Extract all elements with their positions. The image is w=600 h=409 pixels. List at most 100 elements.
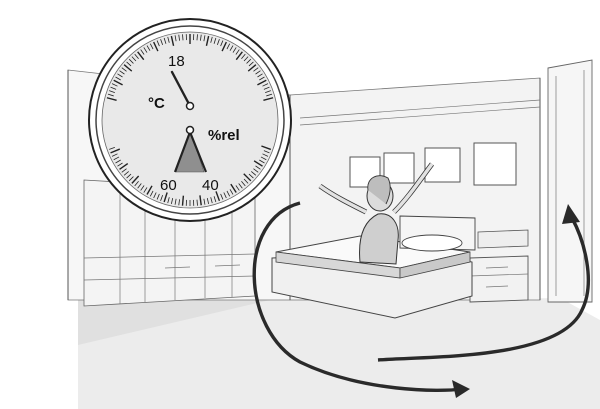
gauge-tick: [257, 73, 263, 78]
gauge-tick: [140, 185, 145, 191]
gauge-tick: [241, 53, 246, 59]
gauge-tick: [167, 36, 170, 43]
gauge-tick: [115, 76, 121, 81]
gauge-tick: [206, 198, 210, 205]
gauge-tick: [156, 40, 160, 47]
gauge-tick: [117, 73, 123, 78]
gauge-tick: [111, 153, 118, 157]
gauge-tick: [255, 70, 261, 75]
gauge-tick: [235, 51, 243, 61]
gauge-tick: [261, 145, 272, 151]
arrowhead-bottom: [452, 380, 470, 398]
gauge-tick: [259, 159, 265, 164]
gauge-tick: [156, 193, 160, 200]
gauge-tick: [134, 181, 139, 187]
gauge-tick: [126, 173, 132, 179]
gauge-tick: [149, 43, 154, 50]
gauge-tick: [117, 162, 123, 167]
gauge-tick: [229, 45, 234, 51]
gauge-tick: [215, 191, 221, 202]
gauge-tick: [174, 198, 177, 205]
gauge-tick: [213, 196, 217, 203]
wall-pictures: [349, 142, 517, 188]
gauge-tick: [178, 199, 180, 206]
gauge-tick: [121, 67, 127, 72]
humidity-tick-label-right: 40: [202, 177, 219, 194]
gauge-tick: [265, 90, 271, 94]
temperature-tick-label: 18: [168, 53, 185, 70]
gauge-tick: [235, 49, 240, 55]
gauge-tick: [257, 79, 267, 86]
gauge-tick: [146, 45, 151, 51]
gauge-tick: [170, 198, 174, 205]
gauge-tick: [160, 39, 164, 45]
air-circulation-arrow: [252, 201, 590, 398]
gauge-tick: [182, 34, 184, 41]
gauge-tick: [248, 173, 254, 179]
gauge-tick: [203, 35, 206, 42]
gauge-tick: [263, 86, 270, 90]
gauge-tick: [226, 190, 231, 197]
gauge-tick: [196, 34, 198, 41]
gauge-tick: [262, 83, 269, 87]
gauge-tick: [170, 35, 175, 46]
gauge-tick: [131, 175, 140, 184]
gauge-tick: [111, 83, 118, 87]
gauge-tick: [210, 197, 213, 204]
gauge-tick: [235, 185, 240, 191]
gauge-tick: [153, 41, 159, 52]
gauge-tick: [181, 195, 185, 206]
gauge-tick: [263, 97, 274, 102]
gauge-tick: [115, 159, 121, 164]
gauge-tick: [253, 168, 259, 173]
gauge-tick: [232, 47, 237, 53]
gauge-tick: [178, 34, 180, 41]
gauge-tick: [247, 64, 257, 72]
bed: [271, 215, 476, 319]
gauge-tick: [163, 192, 168, 203]
gauge-tick: [123, 171, 129, 176]
temperature-unit-label: °C: [148, 95, 165, 112]
gauge-tick: [149, 190, 154, 197]
gauge-tick: [213, 37, 217, 44]
arrowhead-top: [562, 204, 580, 224]
gauge-tick: [220, 40, 224, 47]
pillow: [401, 234, 463, 252]
gauge-tick: [160, 195, 164, 201]
gauge-tick: [241, 181, 246, 187]
gauge-tick: [113, 79, 123, 86]
gauge-tick: [121, 168, 127, 173]
gauge-tick: [216, 39, 220, 45]
gauge-tick: [143, 187, 148, 193]
gauge-tick: [200, 34, 202, 41]
humidity-needle-pivot: [185, 125, 195, 135]
gauge-tick: [205, 35, 210, 46]
gauge-tick: [226, 43, 231, 50]
gauge-tick: [223, 192, 227, 199]
thermo-hygrometer-gauge: 18 °C %rel 60 40: [88, 18, 292, 222]
gauge-tick: [266, 93, 273, 97]
gauge-tick: [163, 37, 167, 44]
gauge-tick: [199, 195, 202, 206]
gauge-tick: [106, 97, 117, 102]
doorway: [547, 59, 593, 303]
gauge-tick: [119, 70, 125, 75]
gauge-tick: [210, 36, 213, 43]
gauge-tick: [137, 51, 145, 61]
gauge-tick: [203, 198, 206, 205]
gauge-tick: [110, 86, 117, 90]
gauge-tick: [167, 197, 170, 204]
temperature-needle-pivot: [185, 101, 195, 111]
humidity-unit-label: %rel: [208, 127, 240, 144]
gauge-tick: [128, 58, 134, 64]
floor: [78, 290, 600, 409]
person-stretching: [318, 162, 435, 265]
gauge-tick: [153, 192, 157, 199]
gauge-tick: [113, 156, 120, 161]
gauge-tick: [251, 171, 257, 176]
gauge-tick: [243, 173, 252, 182]
gauge-tick: [143, 47, 148, 53]
gauge-tick: [134, 53, 139, 59]
gauge-tick: [196, 199, 198, 206]
